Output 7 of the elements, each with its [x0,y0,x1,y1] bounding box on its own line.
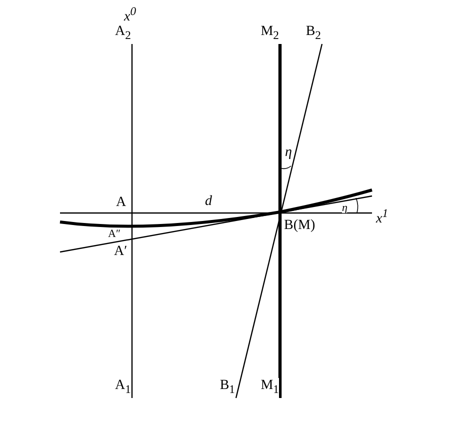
point-label: A″ [108,229,121,239]
point-label: M$_{1}$ [260,378,279,398]
angle-label: η [342,203,348,213]
world-line [278,44,282,398]
point-label: B(M) [284,218,316,234]
world-line [235,44,323,398]
world-line [131,44,133,398]
